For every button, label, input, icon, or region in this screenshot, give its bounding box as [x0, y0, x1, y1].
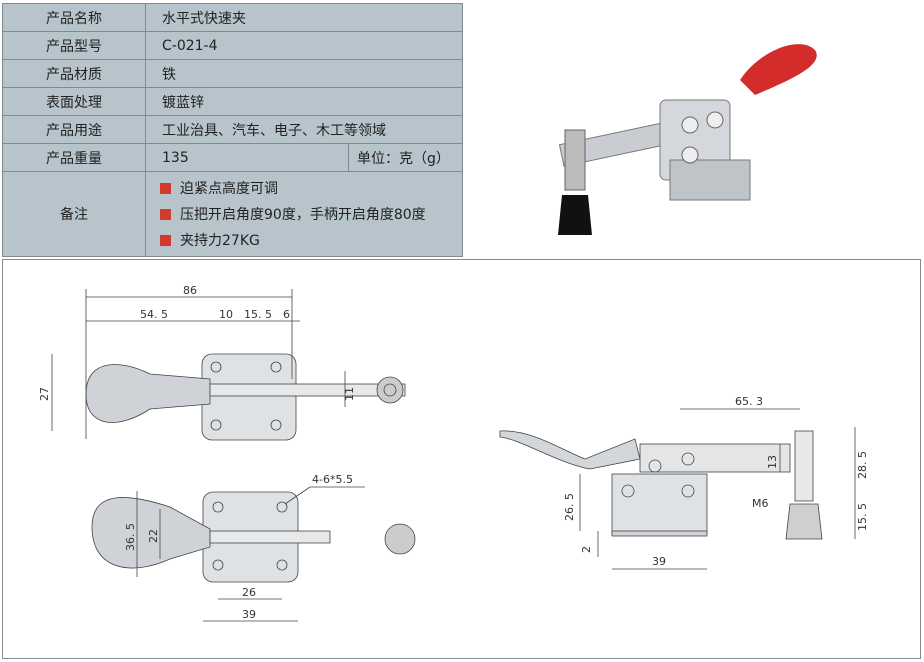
- dim-label: 15. 5: [244, 308, 272, 321]
- row-label: 产品重量: [2, 143, 146, 172]
- note-item: 迫紧点高度可调: [160, 175, 462, 201]
- row-value: C-021-4: [145, 31, 463, 60]
- notes-cell: 迫紧点高度可调 压把开启角度90度，手柄开启角度80度 夹持力27KG: [145, 171, 463, 257]
- dim-label: 6: [283, 308, 290, 321]
- dim-label: 27: [38, 387, 51, 401]
- row-value: 铁: [145, 59, 463, 88]
- note-text: 夹持力27KG: [180, 233, 260, 249]
- table-row: 表面处理镀蓝锌: [2, 87, 463, 116]
- row-label: 产品名称: [2, 3, 146, 32]
- dim-label: 13: [766, 455, 779, 469]
- top-view: [51, 289, 406, 441]
- dim-label: 4-6*5.5: [312, 473, 353, 486]
- dim-label: 11: [343, 387, 356, 401]
- bullet-icon: [160, 208, 171, 220]
- table-row: 产品名称水平式快速夹: [2, 3, 463, 32]
- dim-label: 15. 5: [856, 503, 869, 531]
- table-row: 产品用途工业治具、汽车、电子、木工等领域: [2, 115, 463, 144]
- dim-label: 39: [652, 555, 666, 568]
- dim-label: 65. 3: [735, 395, 763, 408]
- dim-label: 54. 5: [140, 308, 168, 321]
- note-text: 迫紧点高度可调: [180, 181, 278, 197]
- bullet-icon: [160, 234, 171, 246]
- row-label: 产品型号: [2, 31, 146, 60]
- unit-label: 单位：克（g）: [348, 143, 463, 172]
- dim-label: 28. 5: [856, 451, 869, 479]
- red-handle-icon: [740, 44, 817, 95]
- side-view: [499, 408, 856, 570]
- rubber-tip-icon: [558, 195, 592, 235]
- dim-label: 36. 5: [124, 523, 137, 551]
- dim-label: M6: [752, 497, 769, 510]
- row-label: 产品材质: [2, 59, 146, 88]
- row-value: 镀蓝锌: [145, 87, 463, 116]
- note-item: 压把开启角度90度，手柄开启角度80度: [160, 201, 462, 227]
- dim-label: 86: [183, 284, 197, 297]
- drawing-frame: [2, 259, 921, 659]
- dim-label: 26: [242, 586, 256, 599]
- bottom-view: [91, 486, 416, 622]
- note-item: 夹持力27KG: [160, 227, 462, 253]
- row-label: 产品用途: [2, 115, 146, 144]
- dim-label: 10: [219, 308, 233, 321]
- bullet-icon: [160, 182, 171, 194]
- dim-label: 26. 5: [563, 493, 576, 521]
- dim-label: 39: [242, 608, 256, 621]
- row-value: 水平式快速夹: [145, 3, 463, 32]
- table-row: 产品材质铁: [2, 59, 463, 88]
- row-label: 备注: [2, 171, 146, 257]
- dim-label: 22: [147, 529, 160, 543]
- table-row: 备注 迫紧点高度可调 压把开启角度90度，手柄开启角度80度 夹持力27KG: [2, 171, 463, 257]
- note-text: 压把开启角度90度，手柄开启角度80度: [180, 207, 426, 223]
- dim-label: 2: [580, 546, 593, 553]
- row-value: 工业治具、汽车、电子、木工等领域: [145, 115, 463, 144]
- product-photo: [558, 44, 817, 235]
- technical-drawing: 86 54. 5 10 15. 5 6 27 11 4-6*5.5 36. 5 …: [38, 284, 869, 622]
- row-value: 135: [145, 143, 349, 172]
- row-label: 表面处理: [2, 87, 146, 116]
